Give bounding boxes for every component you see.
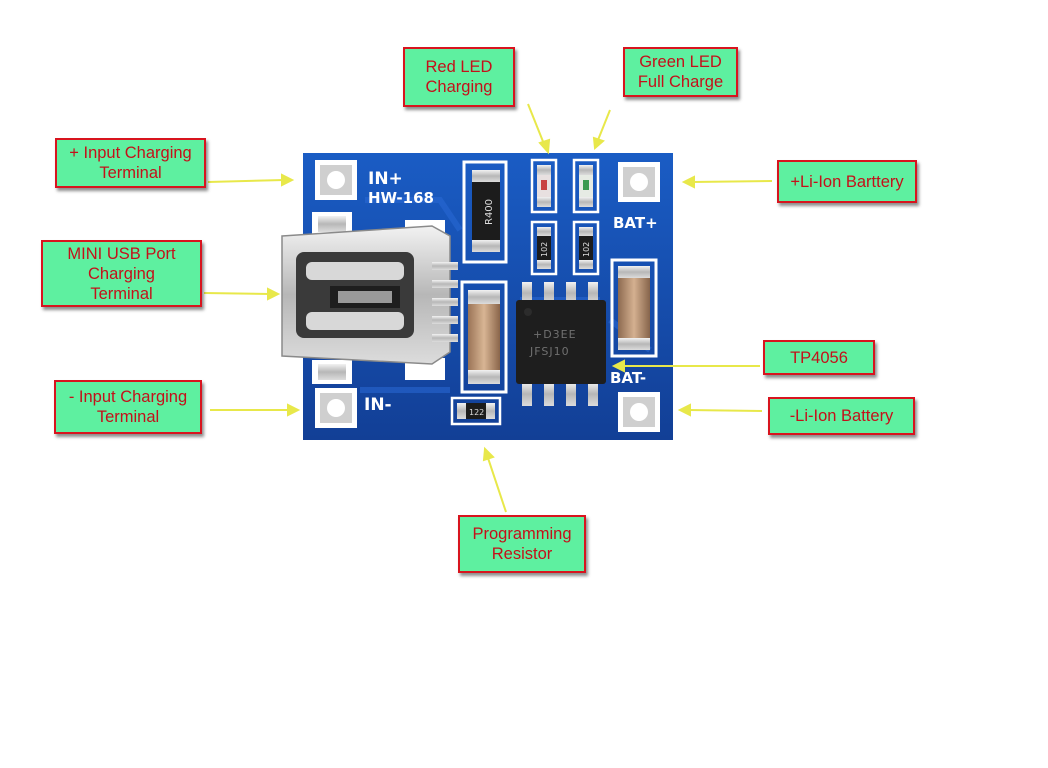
silk-model: HW-168	[368, 189, 434, 207]
arrow-input-plus	[207, 173, 295, 187]
mini-usb-connector	[281, 212, 458, 384]
red-led	[530, 158, 558, 214]
svg-text:JFSJ10: JFSJ10	[529, 345, 570, 358]
pad-bat-plus	[618, 162, 660, 202]
pad-in-minus	[315, 388, 357, 428]
arrow-li-ion-plus	[681, 175, 773, 189]
capacitor-left	[460, 280, 508, 394]
svg-text:R400: R400	[484, 199, 495, 225]
svg-text:102: 102	[540, 242, 549, 257]
tp4056-chip: +D3EE JFSJ10	[516, 282, 606, 406]
arrow-prog-resistor	[482, 446, 507, 513]
resistor-102-a: 102	[530, 220, 558, 276]
resistor-r400: R400	[462, 160, 508, 264]
resistor-122: 122	[450, 396, 502, 426]
silk-bat-plus: BAT+	[613, 214, 658, 232]
silk-bat-minus: BAT-	[610, 369, 646, 387]
capacitor-right	[610, 258, 658, 358]
silk-in-minus: IN-	[364, 395, 392, 415]
svg-text:+D3EE: +D3EE	[533, 328, 577, 341]
arrow-green-led	[592, 109, 611, 151]
arrow-mini-usb	[203, 287, 281, 301]
pad-bat-minus	[618, 392, 660, 432]
label-tp4056: TP4056	[763, 340, 875, 375]
svg-text:122: 122	[469, 408, 484, 417]
arrow-tp4056	[611, 359, 760, 373]
svg-text:102: 102	[582, 242, 591, 257]
green-led	[572, 158, 600, 214]
arrow-input-minus	[210, 403, 301, 417]
arrow-li-ion-minus	[677, 403, 763, 417]
arrow-red-led	[527, 103, 551, 155]
silk-in-plus: IN+	[368, 169, 403, 189]
label-li-ion-plus: +Li-Ion Barttery	[777, 160, 917, 203]
label-li-ion-minus: -Li-Ion Battery	[768, 397, 915, 435]
resistor-102-b: 102	[572, 220, 600, 276]
pad-in-plus	[315, 160, 357, 200]
